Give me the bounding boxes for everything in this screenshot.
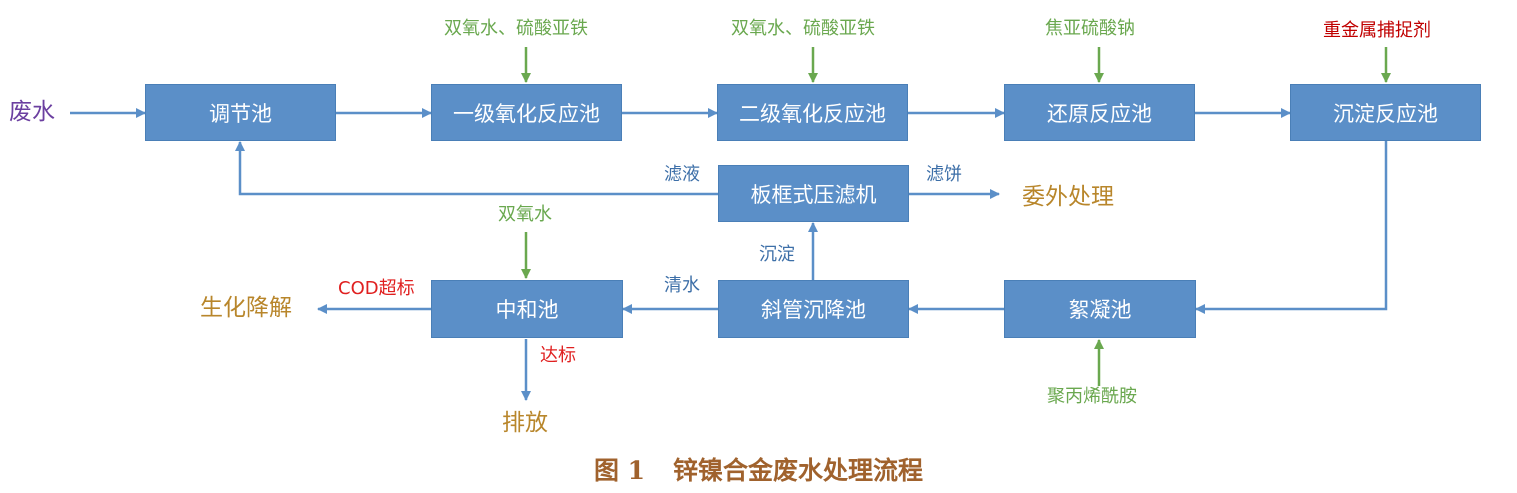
reagent-precipitation: 重金属捕捉剂 (1323, 20, 1431, 41)
flocculation-box: 絮凝池 (1004, 280, 1196, 338)
inclined-settler-box: 斜管沉降池 (718, 280, 909, 338)
reagent-reduction: 焦亚硫酸钠 (1045, 18, 1135, 39)
discharge-output: 排放 (502, 410, 548, 436)
filtrate-label: 滤液 (664, 164, 700, 185)
reagent-oxidation-2: 双氧水、硫酸亚铁 (731, 18, 875, 39)
cod-exceed-label: COD超标 (338, 278, 415, 299)
neutralization-box: 中和池 (431, 280, 623, 338)
biodegradation-output: 生化降解 (200, 295, 292, 321)
arrow-filtrate-to-regulating (235, 141, 718, 196)
filter-cake-label: 滤饼 (926, 164, 962, 185)
compliant-label: 达标 (540, 345, 576, 366)
arrow-precipitation-to-flocculation (1195, 141, 1388, 314)
oxidation-1-box: 一级氧化反应池 (431, 84, 622, 141)
precipitation-box: 沉淀反应池 (1290, 84, 1481, 141)
sediment-label: 沉淀 (759, 244, 795, 265)
figure-title: 锌镍合金废水处理流程 (673, 456, 924, 485)
wastewater-input-label: 废水 (9, 99, 55, 125)
figure-caption: 图 1 锌镍合金废水处理流程 (0, 451, 1517, 487)
reagent-oxidation-1: 双氧水、硫酸亚铁 (444, 18, 588, 39)
regulating-tank-box: 调节池 (145, 84, 336, 141)
filter-press-box: 板框式压滤机 (718, 165, 909, 222)
reduction-box: 还原反应池 (1004, 84, 1195, 141)
oxidation-2-box: 二级氧化反应池 (717, 84, 908, 141)
reagent-flocculation: 聚丙烯酰胺 (1047, 386, 1137, 407)
figure-number: 图 1 (593, 456, 646, 485)
reagent-neutralization: 双氧水 (498, 204, 552, 225)
outsourced-output: 委外处理 (1022, 184, 1114, 210)
clear-water-label: 清水 (664, 275, 700, 296)
